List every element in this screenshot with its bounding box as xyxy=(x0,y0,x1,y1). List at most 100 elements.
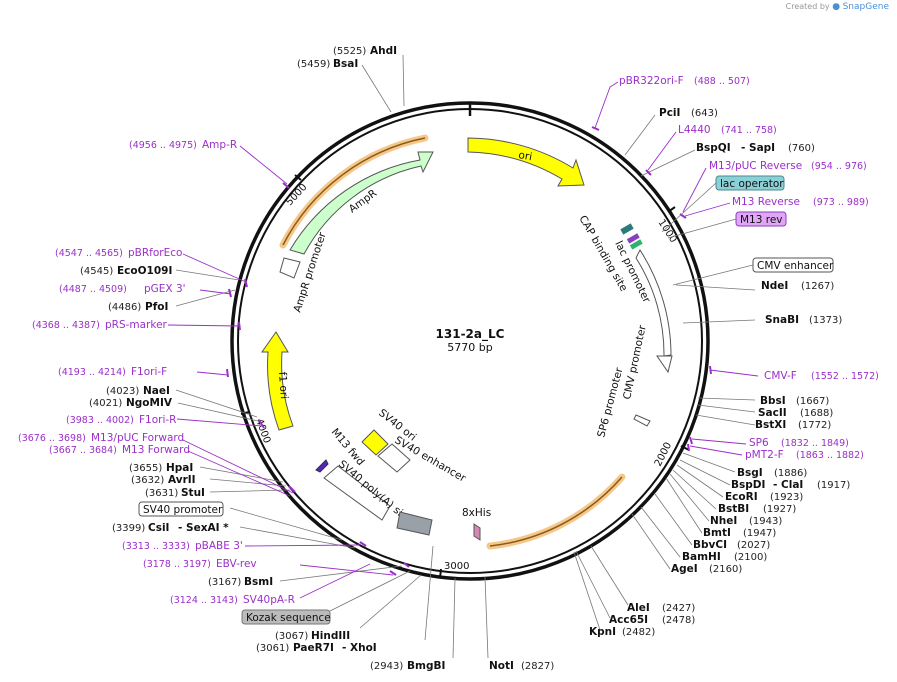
primer-m13-reverse[interactable]: M13 Reverse xyxy=(732,196,800,208)
primer-m13-puc-forward[interactable]: M13/pUC Forward xyxy=(91,432,184,444)
cmv-enhancer-label: CMV enhancer xyxy=(757,260,834,272)
sp6-promoter-feature[interactable] xyxy=(633,414,651,427)
enzyme-sapi-name: SapI xyxy=(749,142,775,154)
f1-ori-feature[interactable] xyxy=(261,331,294,431)
primer-cmv-f[interactable]: CMV-F xyxy=(764,370,797,382)
sv40-promoter-box[interactable] xyxy=(138,501,224,517)
enzyme-bstxi[interactable]: BstXI xyxy=(755,419,786,431)
enzyme-nhei[interactable]: NheI xyxy=(710,515,737,527)
primer-sv40pa-r[interactable]: SV40pA-R xyxy=(243,594,295,606)
enzyme-bamhi[interactable]: BamHI xyxy=(682,551,721,563)
enzyme-snabi[interactable]: SnaBI xyxy=(765,314,799,326)
enzyme-bmgbi[interactable]: BmgBI xyxy=(407,660,445,672)
primer-l4440[interactable]: L4440 xyxy=(678,124,711,136)
enzyme-xhoi[interactable]: - XhoI xyxy=(342,642,377,654)
boxed-labels: lac operator M13 rev CMV enhancer SV40 p… xyxy=(138,175,834,625)
lac-operator-label: lac operator xyxy=(720,178,784,190)
primer-labels: pBR322ori-F (488 .. 507) L4440 (741 .. 7… xyxy=(18,75,879,606)
cap-binding-site-feature[interactable] xyxy=(620,223,634,235)
tick-3000 xyxy=(439,568,442,579)
primer-pbr322ori-f[interactable]: pBR322ori-F xyxy=(619,75,684,87)
enzyme-sapi[interactable]: - SapI xyxy=(741,142,775,154)
primer-pbabe-3[interactable]: pBABE 3' xyxy=(195,540,243,552)
enzyme-bmti[interactable]: BmtI xyxy=(703,527,731,539)
sv40-enhancer-feature[interactable] xyxy=(377,443,411,473)
enzyme-pfoi[interactable]: PfoI xyxy=(145,301,168,313)
enzyme-sexai[interactable]: - SexAI * xyxy=(178,522,229,534)
kozak-feature[interactable] xyxy=(396,511,433,536)
primer-f1ori-r[interactable]: F1ori-R xyxy=(139,414,176,426)
primer-m13-forward[interactable]: M13 Forward xyxy=(122,444,190,456)
enzyme-csii[interactable]: CsiI xyxy=(148,522,169,534)
enzyme-ndei-pos: (1267) xyxy=(801,281,834,292)
enzyme-pcii-pos: (643) xyxy=(691,108,718,119)
enzyme-bsai[interactable]: BsaI xyxy=(333,58,358,70)
lac-operator-feature[interactable] xyxy=(629,239,643,250)
enzyme-bbsi[interactable]: BbsI xyxy=(760,395,786,407)
primer-amp-r[interactable]: Amp-R xyxy=(202,139,237,151)
primer-lines xyxy=(167,81,759,599)
primer-sp6-range: (1832 .. 1849) xyxy=(781,438,849,449)
primer-ebv-rev[interactable]: EBV-rev xyxy=(216,558,257,570)
enzyme-bspdi-pos: (1917) xyxy=(817,480,850,491)
tick-label-2000: 2000 xyxy=(653,441,674,469)
enzyme-acc65i[interactable]: Acc65I xyxy=(609,614,648,626)
enzyme-ngomiv[interactable]: NgoMIV xyxy=(126,397,173,409)
kozak-sequence-box[interactable] xyxy=(241,609,331,625)
enzyme-noti[interactable]: NotI xyxy=(489,660,514,672)
enzyme-ngomiv-pos: (4021) xyxy=(89,398,122,409)
primer-m13-forward-range: (3667 .. 3684) xyxy=(49,445,117,456)
primer-f1ori-f-range: (4193 .. 4214) xyxy=(58,367,126,378)
primer-f1ori-f[interactable]: F1ori-F xyxy=(131,366,167,378)
enzyme-bsmi[interactable]: BsmI xyxy=(244,576,273,588)
enzyme-stui[interactable]: StuI xyxy=(181,487,205,499)
primer-prs-marker[interactable]: pRS-marker xyxy=(105,319,168,331)
primer-sp6[interactable]: SP6 xyxy=(749,437,769,449)
enzyme-bstbi[interactable]: BstBI xyxy=(718,503,749,515)
cmv-promoter-feature[interactable] xyxy=(656,355,673,374)
primer-marks xyxy=(226,126,712,576)
enzyme-clai[interactable]: - ClaI xyxy=(773,479,803,491)
his-tag-feature[interactable] xyxy=(473,523,481,541)
enzyme-alei[interactable]: AleI xyxy=(627,602,650,614)
enzyme-ahdi[interactable]: AhdI xyxy=(370,45,397,57)
enzyme-acc65i-pos: (2478) xyxy=(662,615,695,626)
ori-feature[interactable] xyxy=(467,137,585,187)
enzyme-agei-pos: (2160) xyxy=(709,564,742,575)
enzyme-bbvci[interactable]: BbvCI xyxy=(693,539,727,551)
primer-m13-puc-reverse[interactable]: M13/pUC Reverse xyxy=(709,160,802,172)
m13-fwd-feature[interactable] xyxy=(315,459,329,473)
primer-m13-puc-reverse-range: (954 .. 976) xyxy=(811,161,867,172)
enzyme-avrii[interactable]: AvrII xyxy=(168,474,196,486)
enzyme-naei[interactable]: NaeI xyxy=(143,385,170,397)
snapgene-logo-icon: ● xyxy=(832,2,841,12)
sv40-polya-feature[interactable] xyxy=(323,465,391,521)
enzyme-ndei[interactable]: NdeI xyxy=(761,280,788,292)
primer-pmt2-f[interactable]: pMT2-F xyxy=(745,449,784,461)
enzyme-bspqi[interactable]: BspQI xyxy=(696,142,731,154)
m13-rev-feature[interactable] xyxy=(626,233,640,244)
f1-ori-label: f1 ori xyxy=(276,371,290,399)
enzyme-bspqi-pos: (760) xyxy=(788,143,815,154)
enzyme-bsgi-pos: (1886) xyxy=(774,468,807,479)
enzyme-paer7i[interactable]: PaeR7I xyxy=(293,642,334,654)
enzyme-bspdi[interactable]: BspDI xyxy=(731,479,765,491)
ampr-feature[interactable] xyxy=(289,151,434,255)
leader-lines xyxy=(175,54,756,659)
primer-pgex-3[interactable]: pGEX 3' xyxy=(144,283,186,295)
enzyme-hpai[interactable]: HpaI xyxy=(166,462,193,474)
ampr-promoter-feature[interactable] xyxy=(279,257,301,279)
enzyme-pcii[interactable]: PciI xyxy=(659,107,680,119)
enzyme-agei[interactable]: AgeI xyxy=(671,563,698,575)
enzyme-bsgi[interactable]: BsgI xyxy=(737,467,763,479)
enzyme-hindiii[interactable]: HindIII xyxy=(311,630,350,642)
enzyme-kpni[interactable]: KpnI xyxy=(589,626,616,638)
lac-operator-leader xyxy=(661,182,717,233)
sv40-ori-feature[interactable] xyxy=(361,429,389,456)
primer-pbrforeco[interactable]: pBRforEco xyxy=(128,247,182,259)
enzyme-ecoo109i-pos: (4545) xyxy=(80,266,113,277)
enzyme-ecori[interactable]: EcoRI xyxy=(725,491,758,503)
enzyme-sacii[interactable]: SacII xyxy=(758,407,787,419)
enzyme-ecoo109i[interactable]: EcoO109I xyxy=(117,265,172,277)
